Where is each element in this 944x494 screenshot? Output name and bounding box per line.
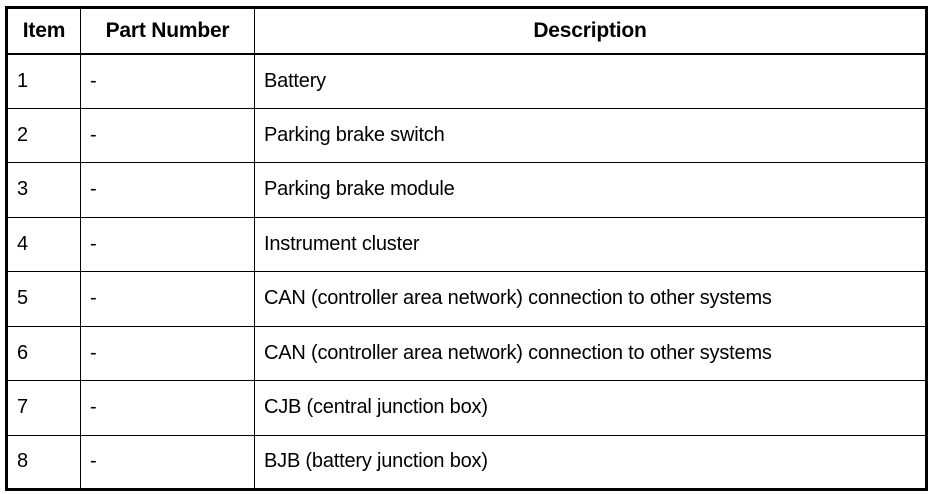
- table-header: Item Part Number Description: [6, 7, 927, 55]
- cell-description: CAN (controller area network) connection…: [254, 271, 927, 327]
- cell-part-number: -: [80, 107, 255, 163]
- table-header-row: Item Part Number Description: [6, 7, 927, 55]
- cell-item: 1: [6, 53, 81, 109]
- table-row: 8-BJB (battery junction box): [6, 434, 927, 490]
- cell-part-number: -: [80, 271, 255, 327]
- cell-description: CAN (controller area network) connection…: [254, 325, 927, 381]
- column-header-part-number: Part Number: [80, 7, 255, 55]
- cell-item: 2: [6, 107, 81, 163]
- cell-description: Battery: [254, 53, 927, 109]
- cell-part-number: -: [80, 434, 255, 490]
- cell-item: 7: [6, 380, 81, 436]
- cell-description: BJB (battery junction box): [254, 434, 927, 490]
- cell-part-number: -: [80, 325, 255, 381]
- cell-part-number: -: [80, 380, 255, 436]
- column-header-description: Description: [254, 7, 927, 55]
- table-row: 4-Instrument cluster: [6, 216, 927, 272]
- table-row: 3-Parking brake module: [6, 162, 927, 218]
- cell-item: 4: [6, 216, 81, 272]
- cell-description: Parking brake module: [254, 162, 927, 218]
- table-row: 5-CAN (controller area network) connecti…: [6, 271, 927, 327]
- cell-part-number: -: [80, 216, 255, 272]
- cell-part-number: -: [80, 162, 255, 218]
- cell-part-number: -: [80, 53, 255, 109]
- table-row: 2-Parking brake switch: [6, 107, 927, 163]
- table-row: 7-CJB (central junction box): [6, 380, 927, 436]
- cell-item: 8: [6, 434, 81, 490]
- cell-item: 6: [6, 325, 81, 381]
- cell-description: CJB (central junction box): [254, 380, 927, 436]
- cell-description: Parking brake switch: [254, 107, 927, 163]
- table-row: 1-Battery: [6, 53, 927, 109]
- cell-item: 3: [6, 162, 81, 218]
- table-row: 6-CAN (controller area network) connecti…: [6, 325, 927, 381]
- column-header-item: Item: [6, 7, 81, 55]
- cell-item: 5: [6, 271, 81, 327]
- cell-description: Instrument cluster: [254, 216, 927, 272]
